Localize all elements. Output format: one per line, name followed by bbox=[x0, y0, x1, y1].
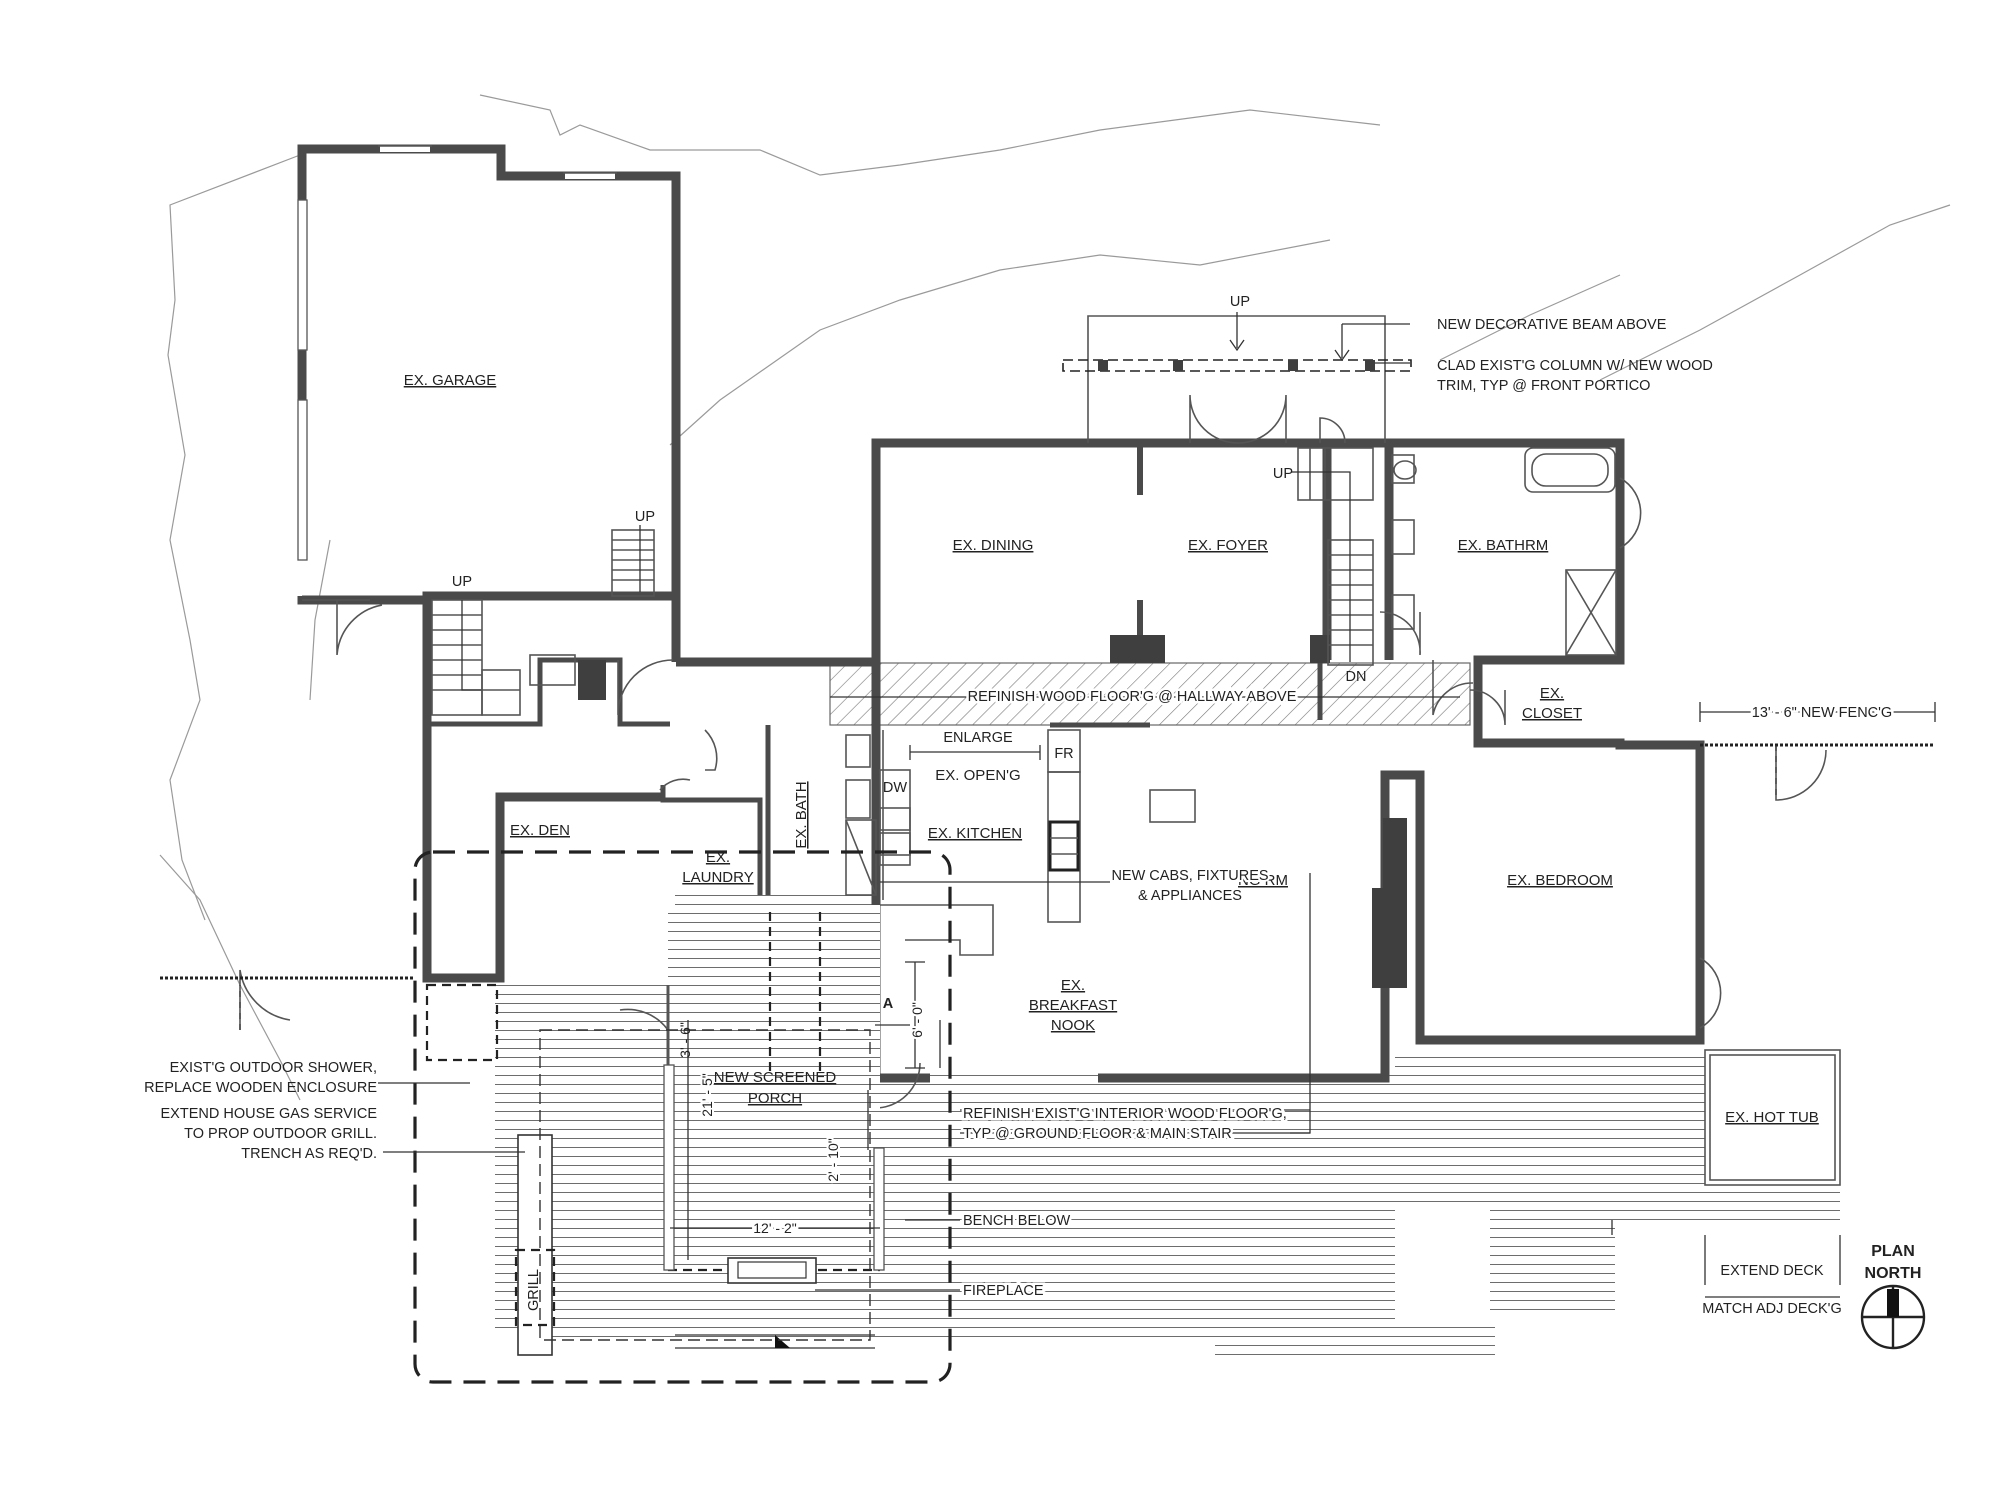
label-fr: FR bbox=[1054, 746, 1073, 762]
room-nook-line-2: BREAKFAST bbox=[1029, 997, 1117, 1014]
room-closet-line-1: EX. bbox=[1540, 685, 1564, 702]
room-laundry-line-1: EX. bbox=[706, 849, 730, 866]
dimension-text: 3' - 6" 6' - 0" 21' - 5" 2' - 10" 12' - … bbox=[677, 1000, 927, 1238]
room-bedroom: EX. BEDROOM bbox=[1507, 872, 1613, 889]
room-nook-line-3: NOOK bbox=[1051, 1017, 1095, 1034]
room-bathrm: EX. BATHRM bbox=[1458, 537, 1549, 554]
dimension-lines bbox=[670, 702, 1936, 1298]
room-laundry-line-2: LAUNDRY bbox=[682, 869, 753, 886]
label-enlarge: ENLARGE bbox=[943, 730, 1013, 746]
dim-2-10: 2' - 10" bbox=[825, 1138, 841, 1181]
note-shower-line-2: REPLACE WOODEN ENCLOSURE bbox=[144, 1080, 377, 1096]
note-beam: NEW DECORATIVE BEAM ABOVE bbox=[1437, 317, 1667, 333]
room-den: EX. DEN bbox=[510, 822, 570, 839]
note-gas-line-1: EXTEND HOUSE GAS SERVICE bbox=[161, 1106, 378, 1122]
front-portico bbox=[1062, 312, 1412, 443]
screened-porch bbox=[663, 905, 885, 1349]
note-gas-line-3: TRENCH AS REQ'D. bbox=[241, 1146, 377, 1162]
note-cabs-line-1: NEW CABS, FIXTURES bbox=[1111, 868, 1268, 884]
outdoor-grill bbox=[514, 1134, 556, 1356]
room-nook-line-1: EX. bbox=[1061, 977, 1085, 994]
small-labels: UP UP UP UP DN ENLARGE DW FR A GRILL bbox=[452, 294, 1367, 1311]
notes: NEW DECORATIVE BEAM ABOVE CLAD EXIST'G C… bbox=[144, 317, 1921, 1317]
label-up-main-stair: UP bbox=[1273, 466, 1293, 482]
note-column-line-2: TRIM, TYP @ FRONT PORTICO bbox=[1437, 378, 1650, 394]
note-shower-line-1: EXIST'G OUTDOOR SHOWER, bbox=[170, 1060, 377, 1076]
note-gas-line-2: TO PROP OUTDOOR GRILL. bbox=[184, 1126, 377, 1142]
label-up-portico: UP bbox=[1230, 294, 1250, 310]
north-arrow bbox=[1860, 1284, 1926, 1350]
solid-masses bbox=[578, 635, 1407, 988]
doors bbox=[239, 394, 1827, 1109]
room-closet-line-2: CLOSET bbox=[1522, 705, 1582, 722]
note-floor-line-2: TYP @ GROUND FLOOR & MAIN STAIR bbox=[963, 1126, 1232, 1142]
dim-6-0: 6' - 0" bbox=[909, 1002, 925, 1038]
room-porch-line-2: PORCH bbox=[748, 1090, 802, 1107]
garage-stairs bbox=[431, 525, 655, 716]
room-foyer: EX. FOYER bbox=[1188, 537, 1268, 554]
room-labels: EX. GARAGE EX. DINING EX. FOYER EX. BATH… bbox=[404, 372, 1819, 1126]
room-garage: EX. GARAGE bbox=[404, 372, 497, 389]
bathroom-fixtures bbox=[845, 447, 1617, 896]
hot-tub bbox=[1704, 1049, 1841, 1186]
dim-3-6: 3' - 6" bbox=[677, 1022, 693, 1058]
kitchen-fixtures bbox=[879, 729, 1196, 956]
room-hot-tub: EX. HOT TUB bbox=[1725, 1109, 1819, 1126]
room-bath: EX. BATH bbox=[793, 781, 810, 848]
note-fence: 13' - 6" NEW FENC'G bbox=[1752, 705, 1892, 721]
note-cabs-line-2: & APPLIANCES bbox=[1138, 888, 1242, 904]
label-section-marker: A bbox=[883, 996, 894, 1012]
outdoor-shower bbox=[425, 983, 499, 1062]
label-up-garage-stair: UP bbox=[452, 574, 472, 590]
room-opening: EX. OPEN'G bbox=[935, 767, 1020, 784]
note-floor-line-1: REFINISH EXIST'G INTERIOR WOOD FLOOR'G, bbox=[963, 1106, 1287, 1122]
porch-inner-dash bbox=[539, 1029, 871, 1341]
room-dining: EX. DINING bbox=[953, 537, 1034, 554]
dim-12-2: 12' - 2" bbox=[753, 1220, 796, 1236]
note-plan-north-line-1: PLAN bbox=[1871, 1243, 1915, 1260]
note-match-deck: MATCH ADJ DECK'G bbox=[1702, 1301, 1841, 1317]
note-hallway: REFINISH WOOD FLOOR'G @ HALLWAY ABOVE bbox=[968, 689, 1297, 705]
room-living-partial: NG RM bbox=[1238, 872, 1288, 889]
label-up-garage: UP bbox=[635, 509, 655, 525]
note-extend-deck: EXTEND DECK bbox=[1720, 1263, 1823, 1279]
exterior-walls bbox=[297, 144, 1705, 1083]
leader-lines bbox=[378, 696, 1460, 1291]
label-grill: GRILL bbox=[526, 1269, 542, 1311]
main-stair bbox=[1292, 447, 1374, 666]
label-dw: DW bbox=[883, 780, 907, 796]
garage-windows bbox=[297, 145, 617, 561]
limit-of-work-outline bbox=[413, 850, 952, 1384]
note-bench: BENCH BELOW bbox=[963, 1213, 1070, 1229]
note-column-line-1: CLAD EXIST'G COLUMN W/ NEW WOOD bbox=[1437, 358, 1713, 374]
dim-21-5: 21' - 5" bbox=[699, 1073, 715, 1116]
note-fireplace: FIREPLACE bbox=[963, 1283, 1044, 1299]
room-kitchen: EX. KITCHEN bbox=[928, 825, 1022, 842]
room-porch-line-1: NEW SCREENED bbox=[714, 1069, 837, 1086]
fence-lines bbox=[160, 743, 1935, 1030]
label-dn-main-stair: DN bbox=[1346, 669, 1367, 685]
note-plan-north-line-2: NORTH bbox=[1865, 1265, 1922, 1282]
